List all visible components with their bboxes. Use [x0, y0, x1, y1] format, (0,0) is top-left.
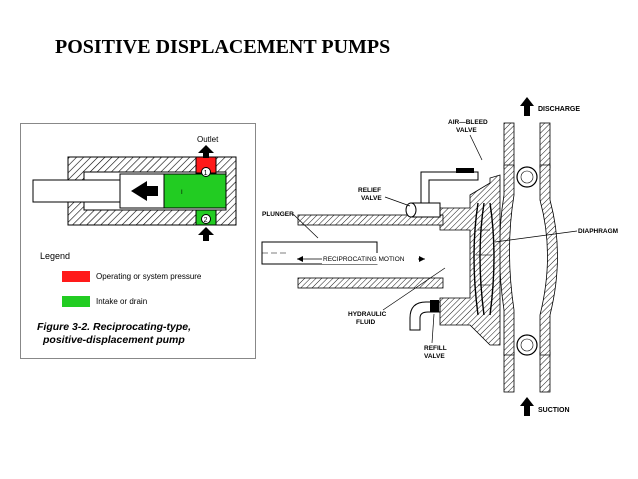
legend-item-intake: Intake or drain [62, 295, 147, 307]
discharge-label: DISCHARGE [538, 106, 580, 113]
motion-label: RECIPROCATING MOTION [323, 256, 405, 263]
intake-chamber [163, 173, 227, 209]
relief-leader [384, 196, 411, 207]
diaphragm-label: DIAPHRAGM [578, 228, 618, 235]
piston-direction-arrow [131, 181, 158, 201]
check-valve-2 [201, 214, 211, 224]
suction-check-ball-inner [520, 338, 534, 352]
air-bleed-leader [469, 134, 483, 161]
suction-pipe-right-wall [539, 351, 551, 393]
relief-label-1: RELIEF [358, 187, 381, 194]
air-bleed-valve-cap [456, 168, 474, 173]
caption-line-1: Figure 3-2. Reciprocating-type, [37, 321, 192, 333]
motion-arrow-right [419, 256, 425, 262]
suction-pipe-left-wall [503, 351, 515, 393]
plunger-cylinder-top [297, 214, 444, 226]
air-bleed-label-1: AIR—BLEED [448, 119, 488, 126]
suction-check-ball [516, 334, 538, 356]
legend-title: Legend [40, 251, 71, 261]
discharge-pipe-left-wall [503, 122, 515, 169]
discharge-check-ball [516, 166, 538, 188]
hydraulic-leader [382, 267, 446, 311]
intake-swatch [62, 295, 90, 307]
valve-1-number: 1 [204, 170, 208, 177]
plunger-leader [292, 213, 319, 239]
motion-label-bg [322, 253, 418, 264]
refill-label-1: REFILL [424, 345, 447, 352]
refill-valve-body [430, 300, 439, 312]
refill-leader [431, 313, 435, 344]
diaphragm [473, 202, 479, 316]
figure-caption: Figure 3-2. Reciprocating-type, positive… [37, 321, 237, 347]
discharge-pipe-right-wall [539, 122, 551, 169]
relief-valve-end [405, 202, 417, 218]
outlet-label: Outlet [197, 135, 219, 144]
valve-2-number: 2 [204, 217, 208, 224]
diaphragm-2 [479, 202, 485, 316]
air-bleed-label-2: VALVE [456, 127, 477, 134]
legend-label-pressure: Operating or system pressure [96, 271, 202, 281]
chamber-tick: I [181, 190, 183, 196]
outlet-arrow [198, 145, 214, 158]
suction-label: SUCTION [538, 407, 570, 414]
check-valve-1 [201, 167, 211, 177]
refill-label-2: VALVE [424, 353, 445, 360]
legend-label-intake: Intake or drain [96, 296, 148, 306]
diaphragm-leader [494, 230, 578, 243]
relief-label-2: VALVE [361, 195, 382, 202]
pressure-swatch [62, 270, 90, 282]
pump-casing [499, 164, 515, 356]
motion-arrow-left [297, 256, 303, 262]
discharge-check-ball-inner [520, 170, 534, 184]
hydraulic-housing [439, 174, 501, 346]
inlet-arrow [198, 227, 214, 241]
plunger-label: PLUNGER [262, 211, 294, 218]
caption-line-2: positive-displacement pump [43, 334, 185, 346]
diaphragm-3 [489, 202, 495, 316]
discharge-arrow [520, 97, 534, 116]
legend-item-pressure: Operating or system pressure [62, 270, 201, 282]
suction-arrow [520, 397, 534, 416]
pump-casing-outer [539, 164, 558, 356]
hydraulic-label-1: HYDRAULIC [348, 311, 387, 318]
plunger-cylinder-bottom [297, 277, 444, 289]
hydraulic-label-2: FLUID [356, 319, 375, 326]
slide-title: POSITIVE DISPLACEMENT PUMPS [55, 36, 391, 58]
